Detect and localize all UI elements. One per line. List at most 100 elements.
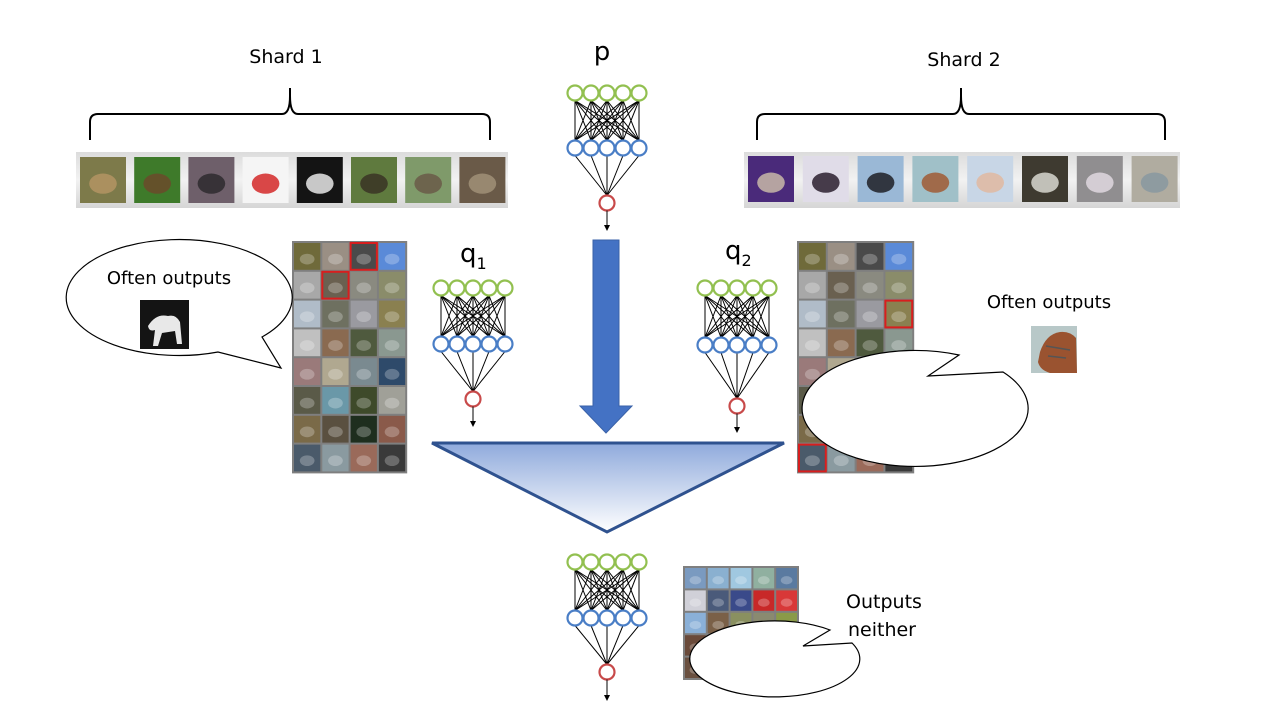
output-node [728, 397, 746, 415]
shard-image-frog [188, 157, 235, 203]
input-node [744, 279, 762, 297]
sample-image [753, 568, 775, 589]
highlighted-sample [884, 299, 914, 329]
sample-image [799, 243, 826, 270]
sample-image [885, 271, 913, 299]
edge [606, 155, 624, 196]
sample-image [294, 358, 321, 385]
highlighted-sample [798, 443, 827, 473]
network-merged-graph [566, 553, 648, 701]
edge [704, 295, 770, 338]
hidden-node [432, 335, 450, 353]
sample-image [827, 329, 855, 357]
shard-1-label: Shard 1 [249, 46, 322, 68]
sample-image [294, 271, 321, 299]
edge [574, 569, 608, 611]
shard-2-images [748, 156, 1178, 202]
sample-image [350, 300, 377, 328]
bottom-speech-bubble: Outputs neither [689, 591, 922, 698]
output-node [598, 194, 616, 212]
network-p-label: p [594, 37, 611, 67]
sample-image [350, 387, 377, 414]
edge [590, 100, 640, 141]
sample-image [350, 271, 377, 299]
edge [606, 625, 624, 665]
sample-image [294, 329, 321, 357]
hidden-node [630, 609, 648, 627]
sample-image [799, 271, 826, 299]
right-speech-bubble: Often outputs [801, 292, 1111, 468]
shard-image-horse [857, 156, 904, 202]
shard-image-horse [967, 156, 1014, 202]
sample-image [799, 300, 826, 328]
network-q1: q1 [432, 239, 514, 427]
edge [590, 625, 608, 665]
edge [574, 100, 592, 141]
input-node [448, 279, 466, 297]
sample-image [322, 387, 349, 414]
highlighted-sample [321, 270, 350, 300]
hidden-node [630, 139, 648, 157]
sample-image [707, 568, 729, 589]
sample-image [378, 329, 406, 357]
sample-image [378, 358, 406, 385]
left-bubble-horse-image [140, 300, 189, 349]
shard-1: Shard 1 [76, 46, 508, 208]
edge [440, 295, 458, 337]
shard-2-brace [756, 88, 1166, 140]
sample-image [856, 271, 884, 299]
input-node [614, 84, 632, 102]
network-p: p [566, 37, 648, 231]
sample-image [322, 300, 349, 328]
hidden-node [496, 335, 514, 353]
edge [440, 351, 474, 392]
edge [472, 351, 490, 392]
shard-2-label: Shard 2 [927, 49, 1000, 71]
sample-image [856, 300, 884, 328]
input-node [598, 84, 616, 102]
network-q2: q2 [696, 236, 778, 433]
q1-sample-grid [292, 241, 408, 474]
sample-image [827, 243, 855, 270]
shard-image-truck [242, 157, 289, 203]
hidden-node [744, 336, 762, 354]
edge [440, 295, 474, 337]
edge [704, 295, 738, 338]
sample-image [350, 444, 377, 472]
network-q2-label: q2 [725, 236, 752, 270]
output-node [598, 663, 616, 681]
sample-image [322, 415, 349, 443]
bottom-bubble-line-2: neither [848, 619, 916, 641]
input-node [464, 279, 482, 297]
hidden-node [566, 609, 584, 627]
sample-image [294, 444, 321, 472]
sample-image [350, 329, 377, 357]
edge [574, 625, 608, 665]
edge [704, 352, 738, 399]
input-node [728, 279, 746, 297]
merge-funnel-triangle [431, 441, 785, 534]
edge [736, 295, 770, 338]
input-node [760, 279, 778, 297]
edge [574, 569, 592, 611]
input-node [566, 553, 584, 571]
sample-image [730, 590, 752, 611]
shard-image-deer [351, 157, 397, 203]
edge [440, 295, 506, 337]
edge [704, 295, 722, 338]
hidden-node [614, 139, 632, 157]
sample-image [856, 329, 884, 357]
sample-image [350, 415, 377, 443]
edge [574, 155, 608, 196]
shard-image-truck [1022, 156, 1068, 202]
sample-image [856, 243, 884, 270]
sample-image [827, 271, 855, 299]
edge [606, 100, 640, 141]
hidden-node [480, 335, 498, 353]
sample-image [685, 612, 706, 634]
shard-image-deer [405, 157, 452, 203]
edge [488, 295, 506, 337]
big-down-arrow [578, 239, 634, 434]
sample-image [827, 300, 855, 328]
